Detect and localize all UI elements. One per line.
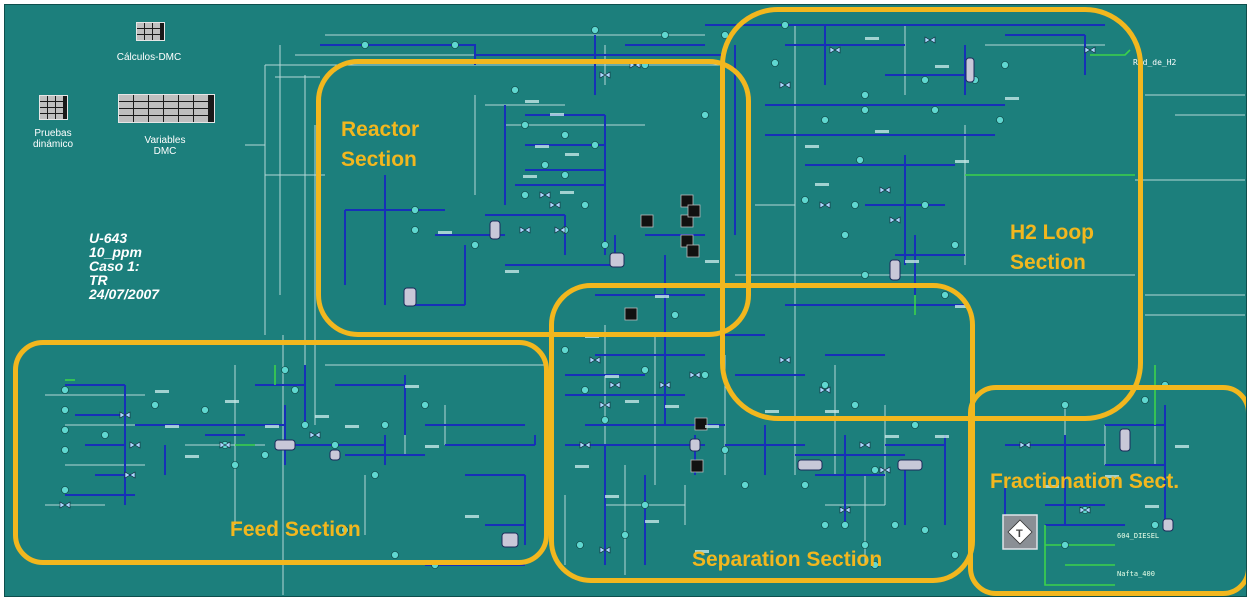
fractionation-section-title: Fractionation Sect. [990, 467, 1179, 497]
instrument-bubble[interactable] [662, 32, 669, 39]
case-info-block: U-643 10_ppm Caso 1: TR 24/07/2007 [89, 231, 159, 301]
reactor-section-title: Reactor Section [341, 115, 419, 175]
case-date: 24/07/2007 [89, 287, 159, 301]
instrument-bubble[interactable] [592, 27, 599, 34]
process-flowsheet-canvas[interactable]: T Cálculos-DMC Pruebas dinámico Variable… [4, 4, 1247, 597]
calculos-dmc-button[interactable] [136, 22, 165, 41]
pruebas-dinamico-icon [39, 95, 68, 120]
variables-dmc-button[interactable] [118, 94, 215, 123]
feed-section-title: Feed Section [230, 515, 361, 545]
unit-id: U-643 [89, 231, 159, 245]
separation-section-title: Separation Section [692, 545, 882, 575]
separation-section-outline [549, 283, 975, 583]
case-type: TR [89, 273, 159, 287]
case-number: Caso 1: [89, 259, 159, 273]
pruebas-dinamico-button[interactable] [39, 95, 68, 120]
calculos-dmc-label: Cálculos-DMC [109, 52, 189, 63]
pruebas-dinamico-label: Pruebas dinámico [21, 128, 85, 150]
calculos-dmc-icon [136, 22, 165, 41]
variables-dmc-label: Variables DMC [125, 135, 205, 157]
instrument-bubble[interactable] [452, 42, 459, 49]
variables-dmc-icon [118, 94, 215, 123]
spec-ppm: 10_ppm [89, 245, 159, 259]
h2-loop-section-title: H2 Loop Section [1010, 218, 1094, 278]
instrument-bubble[interactable] [362, 42, 369, 49]
